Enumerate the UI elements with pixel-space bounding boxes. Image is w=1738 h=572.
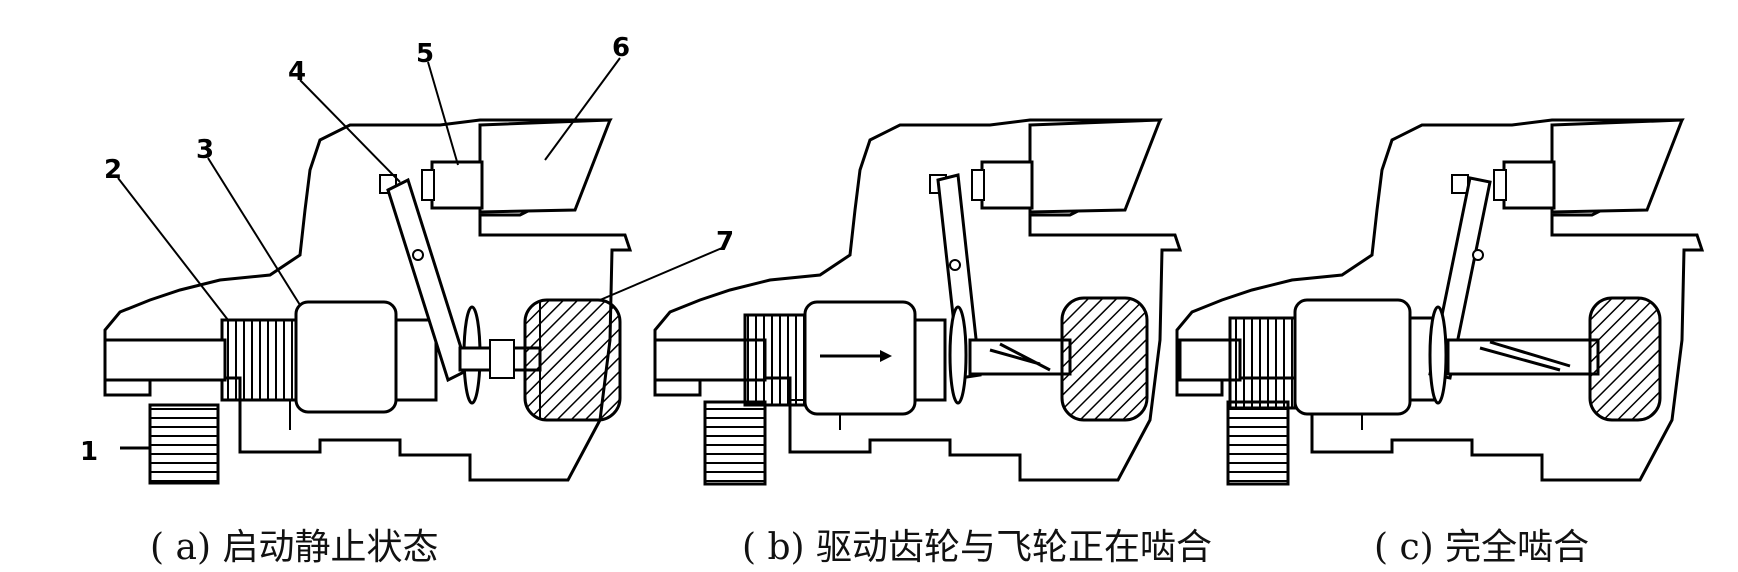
overrunning-clutch [1293,298,1412,416]
label-4: 4 [288,57,306,87]
drive-pinion [743,313,807,407]
panel-c-fully-engaged [1175,118,1704,486]
label-6: 6 [612,33,630,63]
label-5: 5 [416,39,434,69]
flywheel-ring-gear [703,400,767,486]
drive-pinion [1228,316,1297,410]
label-2: 2 [104,155,122,185]
overrunning-clutch [803,300,917,416]
flywheel-ring-gear [148,403,220,485]
panel-a-rest-state: 1 2 3 4 5 6 7 [80,33,734,485]
overrunning-clutch [294,300,398,414]
label-7: 7 [716,227,734,257]
caption-a: ( a) 启动静止状态 [150,527,439,568]
flywheel-ring-gear [1226,400,1290,486]
panel-b-engaging [653,118,1182,486]
label-1: 1 [80,437,98,467]
label-3: 3 [196,135,214,165]
caption-c: ( c) 完全啮合 [1374,527,1590,568]
drive-pinion [220,318,299,402]
caption-b: ( b) 驱动齿轮与飞轮正在啮合 [742,527,1213,568]
